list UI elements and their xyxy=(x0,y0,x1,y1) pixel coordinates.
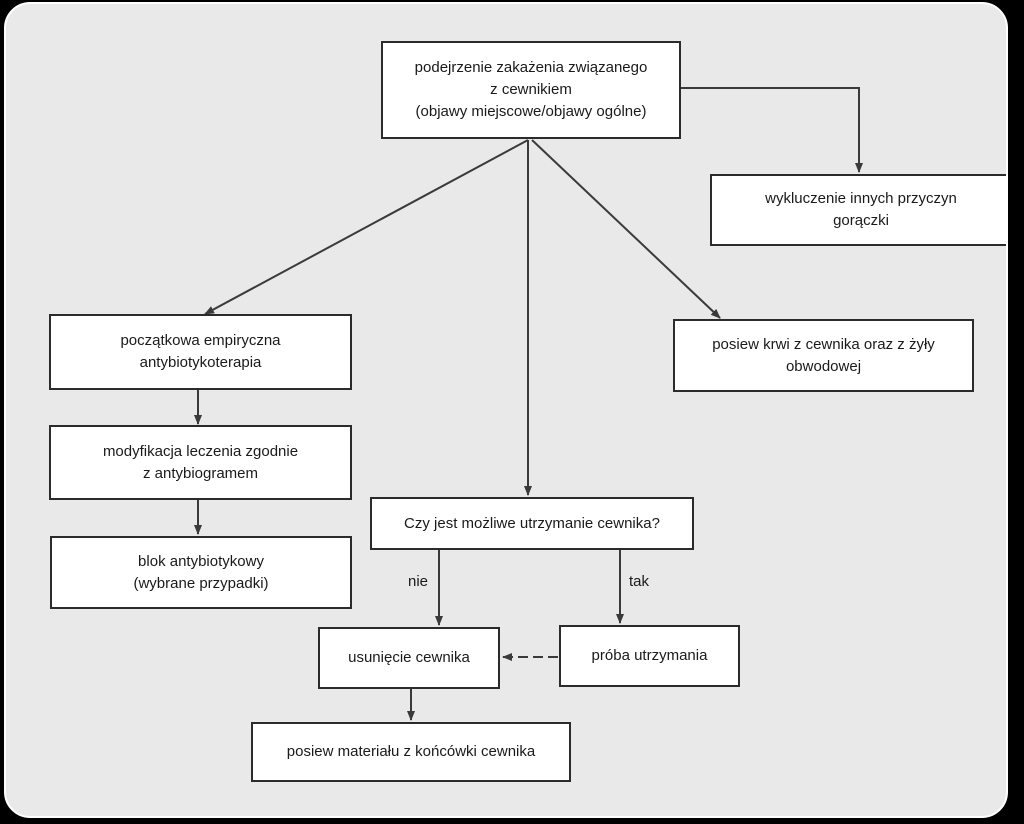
node-text-line: z cewnikiem xyxy=(490,81,572,98)
node-treatment-modification: modyfikacja leczenia zgodnie z antybiogr… xyxy=(49,425,352,500)
node-catheter-retention-question: Czy jest możliwe utrzymanie cewnika? xyxy=(370,497,694,550)
node-empirical-antibiotic-therapy: początkowa empiryczna antybiotykoterapia xyxy=(49,314,352,390)
node-catheter-tip-culture: posiew materiału z końcówki cewnika xyxy=(251,722,571,782)
edge-suspicion-to-exclude xyxy=(679,87,863,173)
node-exclude-other-causes: wykluczenie innych przyczyn gorączki xyxy=(710,174,1006,246)
node-text-line: próba utrzymania xyxy=(591,647,708,664)
node-text-line: blok antybiotykowy xyxy=(138,552,264,570)
node-antibiotic-lock: blok antybiotykowy (wybrane przypadki) xyxy=(50,536,352,609)
node-text-line: gorączki xyxy=(833,212,889,229)
edge-suspicion-to-blood-culture xyxy=(531,139,721,319)
node-text-line: posiew krwi z cewnika oraz z żyły xyxy=(712,335,935,353)
node-text-line: Czy jest możliwe utrzymanie cewnika? xyxy=(404,514,660,532)
node-catheter-removal: usunięcie cewnika xyxy=(318,627,500,689)
node-text-line: (wybrane przypadki) xyxy=(133,574,269,592)
node-infection-suspicion: podejrzenie zakażenia związanego z cewni… xyxy=(381,41,681,139)
node-text-line: antybiotykoterapia xyxy=(139,354,262,371)
flowchart-edges xyxy=(194,87,863,721)
node-text-line: modyfikacja leczenia zgodnie xyxy=(102,442,299,460)
node-text-line: posiew materiału z końcówki cewnika xyxy=(286,743,536,760)
flowchart-canvas: podejrzenie zakażenia związanego z cewni… xyxy=(6,4,1006,816)
node-text-line: obwodowej xyxy=(785,357,862,375)
node-text-line: (objawy miejscowe/objawy ogólne) xyxy=(415,103,647,120)
edge-label-yes: tak xyxy=(629,573,650,590)
node-blood-culture: posiew krwi z cewnika oraz z żyły obwodo… xyxy=(673,319,974,392)
node-retention-attempt: próba utrzymania xyxy=(559,625,740,687)
node-text-line: podejrzenie zakażenia związanego xyxy=(414,59,648,76)
node-text-line: początkowa empiryczna xyxy=(120,332,281,349)
node-text-line: usunięcie cewnika xyxy=(348,649,470,666)
edge-label-no: nie xyxy=(408,573,429,590)
node-text-line: wykluczenie innych przyczyn xyxy=(765,190,957,207)
node-text-line: z antybiogramem xyxy=(142,464,259,482)
diagram-frame: podejrzenie zakażenia związanego z cewni… xyxy=(4,2,1008,818)
edge-suspicion-to-empirical xyxy=(204,139,529,315)
